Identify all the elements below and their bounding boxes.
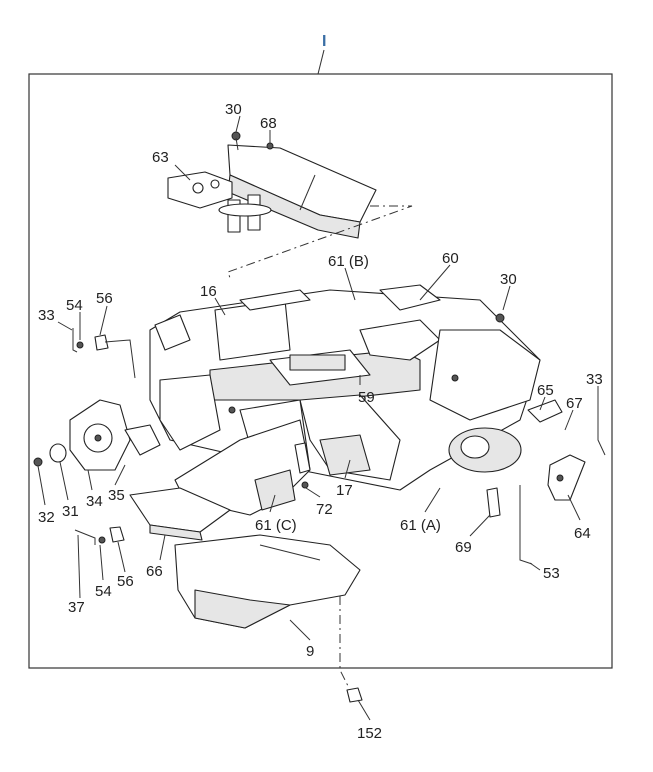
callout-16: 16 xyxy=(200,283,217,300)
callout-64: 64 xyxy=(574,525,591,542)
callout-60: 60 xyxy=(442,250,459,267)
callout-66: 66 xyxy=(146,563,163,580)
callout-37: 37 xyxy=(68,599,85,616)
callout-33-right: 33 xyxy=(586,371,603,388)
callout-30-top: 30 xyxy=(225,101,242,118)
callout-68: 68 xyxy=(260,115,277,132)
callout-152: 152 xyxy=(357,725,382,742)
top-marker: I xyxy=(322,33,326,50)
lower-duct xyxy=(174,419,311,516)
callout-59: 59 xyxy=(358,389,375,406)
filter-plate xyxy=(129,487,231,533)
callout-54-top: 54 xyxy=(66,297,83,314)
mode-door-assembly xyxy=(167,131,377,239)
callout-72: 72 xyxy=(316,501,333,518)
blower-case xyxy=(174,534,361,629)
callout-leaders xyxy=(37,115,599,721)
callout-32: 32 xyxy=(38,509,55,526)
callout-65: 65 xyxy=(537,382,554,399)
callout-61b: 61 (B) xyxy=(328,253,369,270)
callout-61c: 61 (C) xyxy=(255,517,297,534)
mode-actuator xyxy=(33,399,161,471)
callout-54-bottom: 54 xyxy=(95,583,112,600)
callout-9: 9 xyxy=(306,643,314,660)
callout-34: 34 xyxy=(86,493,103,510)
callout-69: 69 xyxy=(455,539,472,556)
callout-17: 17 xyxy=(336,482,353,499)
diagram-frame xyxy=(28,73,613,669)
callout-67: 67 xyxy=(566,395,583,412)
callout-30-right: 30 xyxy=(500,271,517,288)
callout-33-left: 33 xyxy=(38,307,55,324)
callout-labels: 30 68 63 61 (B) 60 30 16 33 54 56 59 33 … xyxy=(38,101,603,742)
callout-56-top: 56 xyxy=(96,290,113,307)
callout-63: 63 xyxy=(152,149,169,166)
callout-35: 35 xyxy=(108,487,125,504)
callout-61a: 61 (A) xyxy=(400,517,441,534)
callout-31: 31 xyxy=(62,503,79,520)
callout-53: 53 xyxy=(543,565,560,582)
callout-56-bottom: 56 xyxy=(117,573,134,590)
